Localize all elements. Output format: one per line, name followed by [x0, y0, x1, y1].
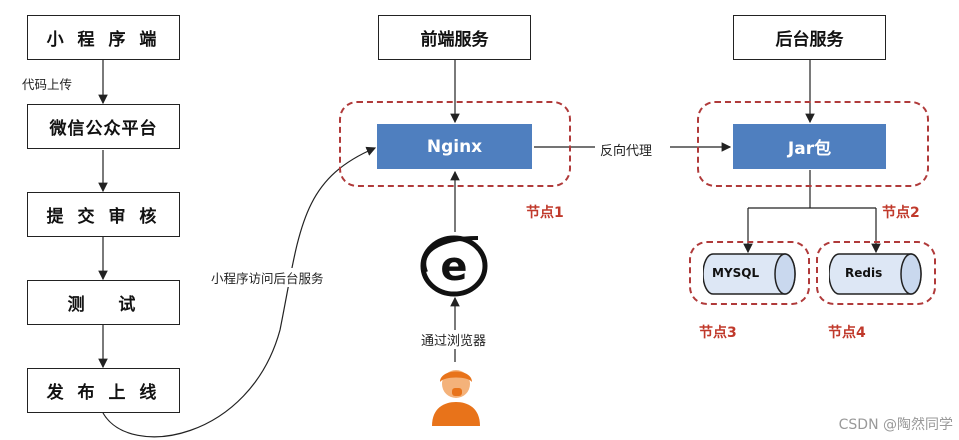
node4-boundary	[816, 241, 936, 305]
step-submit-review: 提 交 审 核	[27, 192, 180, 237]
mysql-label: MYSQL	[712, 266, 760, 280]
frontend-title: 前端服务	[378, 15, 531, 60]
watermark: CSDN @陶然同学	[838, 417, 953, 433]
backend-title: 后台服务	[733, 15, 886, 60]
node2-label: 节点2	[882, 205, 920, 221]
ie-browser-icon: e	[418, 232, 490, 298]
node2-boundary	[697, 101, 929, 187]
step-test: 测 试	[27, 280, 180, 325]
node1-label: 节点1	[526, 205, 564, 221]
user-icon	[428, 364, 484, 426]
redis-label: Redis	[845, 266, 883, 280]
redis-cylinder-icon	[828, 252, 923, 296]
browser-label: 通过浏览器	[421, 330, 487, 349]
jar-box: Jar包	[733, 124, 886, 169]
node1-boundary	[339, 101, 571, 187]
step-wechat-platform: 微信公众平台	[27, 104, 180, 149]
proxy-label: 反向代理	[600, 144, 653, 159]
step-release: 发 布 上 线	[27, 368, 180, 413]
step-miniapp: 小 程 序 端	[27, 15, 180, 60]
mysql-cylinder-icon	[702, 252, 797, 296]
node3-boundary	[689, 241, 810, 305]
node3-label: 节点3	[699, 325, 737, 341]
nginx-box: Nginx	[377, 124, 532, 169]
miniapp-access-label: 小程序访问后台服务	[211, 268, 324, 287]
svg-text:e: e	[440, 244, 467, 290]
node4-label: 节点4	[828, 325, 866, 341]
upload-label: 代码上传	[22, 77, 73, 92]
